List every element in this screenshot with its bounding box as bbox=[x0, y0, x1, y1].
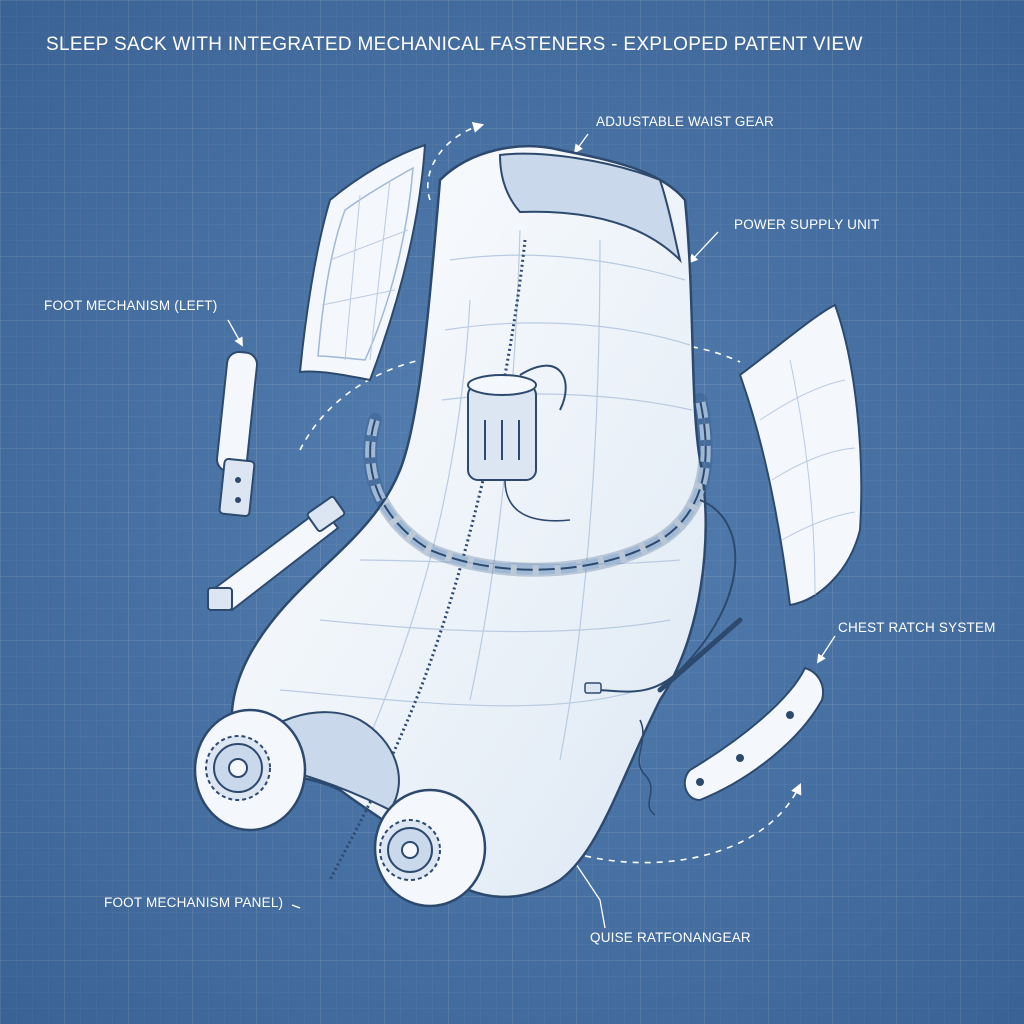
foot-gear-left bbox=[205, 735, 271, 801]
foot-gear-right bbox=[379, 819, 441, 881]
right-insulation-panel bbox=[738, 303, 863, 607]
leader-chest-ratch bbox=[817, 635, 836, 664]
label-adjustable-waist-gear: ADJUSTABLE WAIST GEAR bbox=[596, 114, 774, 129]
power-cable bbox=[584, 499, 743, 816]
leader-foot-panel bbox=[291, 904, 301, 909]
label-foot-mechanism-left: FOOT MECHANISM (LEFT) bbox=[44, 298, 218, 313]
foot-mechanism-left-part bbox=[215, 350, 259, 518]
label-foot-mechanism-panel: FOOT MECHANISM PANEL) bbox=[104, 895, 284, 910]
leader-foot-left bbox=[227, 319, 243, 347]
power-supply-canister bbox=[467, 364, 571, 522]
chest-ratch-part bbox=[683, 666, 824, 802]
leader-waist-gear bbox=[573, 133, 589, 154]
label-chest-ratch-system: CHEST RATCH SYSTEM bbox=[838, 620, 996, 635]
motion-arc-top bbox=[427, 121, 485, 201]
left-insulation-panel bbox=[298, 143, 427, 382]
motion-arc-left bbox=[299, 359, 421, 451]
diagram-title: SLEEP SACK WITH INTEGRATED MECHANICAL FA… bbox=[46, 34, 863, 55]
waist-gear-belt bbox=[363, 393, 713, 577]
label-power-supply-unit: POWER SUPPLY UNIT bbox=[734, 217, 880, 232]
leader-power-supply bbox=[688, 231, 719, 264]
label-quise-ratfonangear: QUISE RATFONANGEAR bbox=[590, 930, 751, 945]
lower-bracket-part bbox=[207, 495, 346, 612]
sleep-sack-body bbox=[193, 145, 707, 908]
